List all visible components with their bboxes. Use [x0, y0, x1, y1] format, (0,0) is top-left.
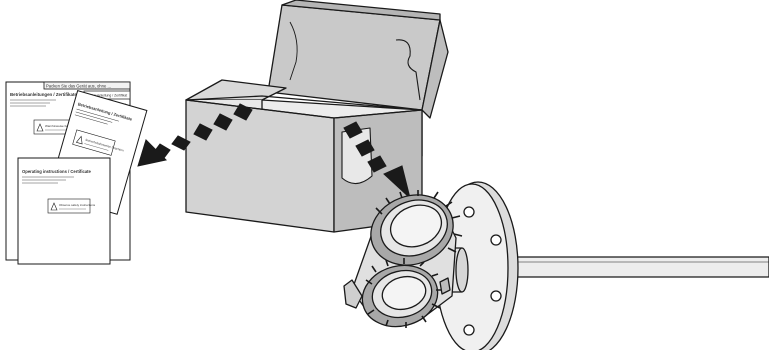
document-back-banner: Packen Sie das Gerät aus, ohne ... [46, 84, 111, 89]
bolt-hole [490, 234, 502, 246]
cardboard-box [185, 0, 449, 233]
warning-triangle-icon [36, 123, 44, 132]
bolt-hole [463, 206, 475, 218]
document-front-warning: Observe safety instructions [59, 203, 96, 207]
lower-housing-cover [361, 258, 444, 328]
document-front-title: Operating instructions / Certificate [22, 169, 92, 174]
warning-triangle-icon [75, 135, 83, 145]
arrow-down-right-icon [343, 121, 411, 200]
measuring-device [343, 181, 769, 350]
upper-housing-cover [370, 190, 463, 266]
arrow-down-left-icon [137, 103, 253, 167]
warning-triangle-icon [50, 202, 58, 211]
document-stack: Packen Sie das Gerät aus, ohne ... Einba… [5, 81, 148, 265]
bolt-hole [463, 324, 475, 336]
document-back-tab: Einbauanleitung / Zertifikat [87, 94, 127, 98]
flange [435, 181, 519, 350]
document-front: Operating instructions / Certificate Obs… [17, 157, 111, 265]
document-back-title: Betriebsanleitungen / Zertifikate [10, 92, 77, 97]
document-back-warning: Warnhinweise beachten [45, 124, 77, 128]
bolt-hole [490, 290, 502, 302]
